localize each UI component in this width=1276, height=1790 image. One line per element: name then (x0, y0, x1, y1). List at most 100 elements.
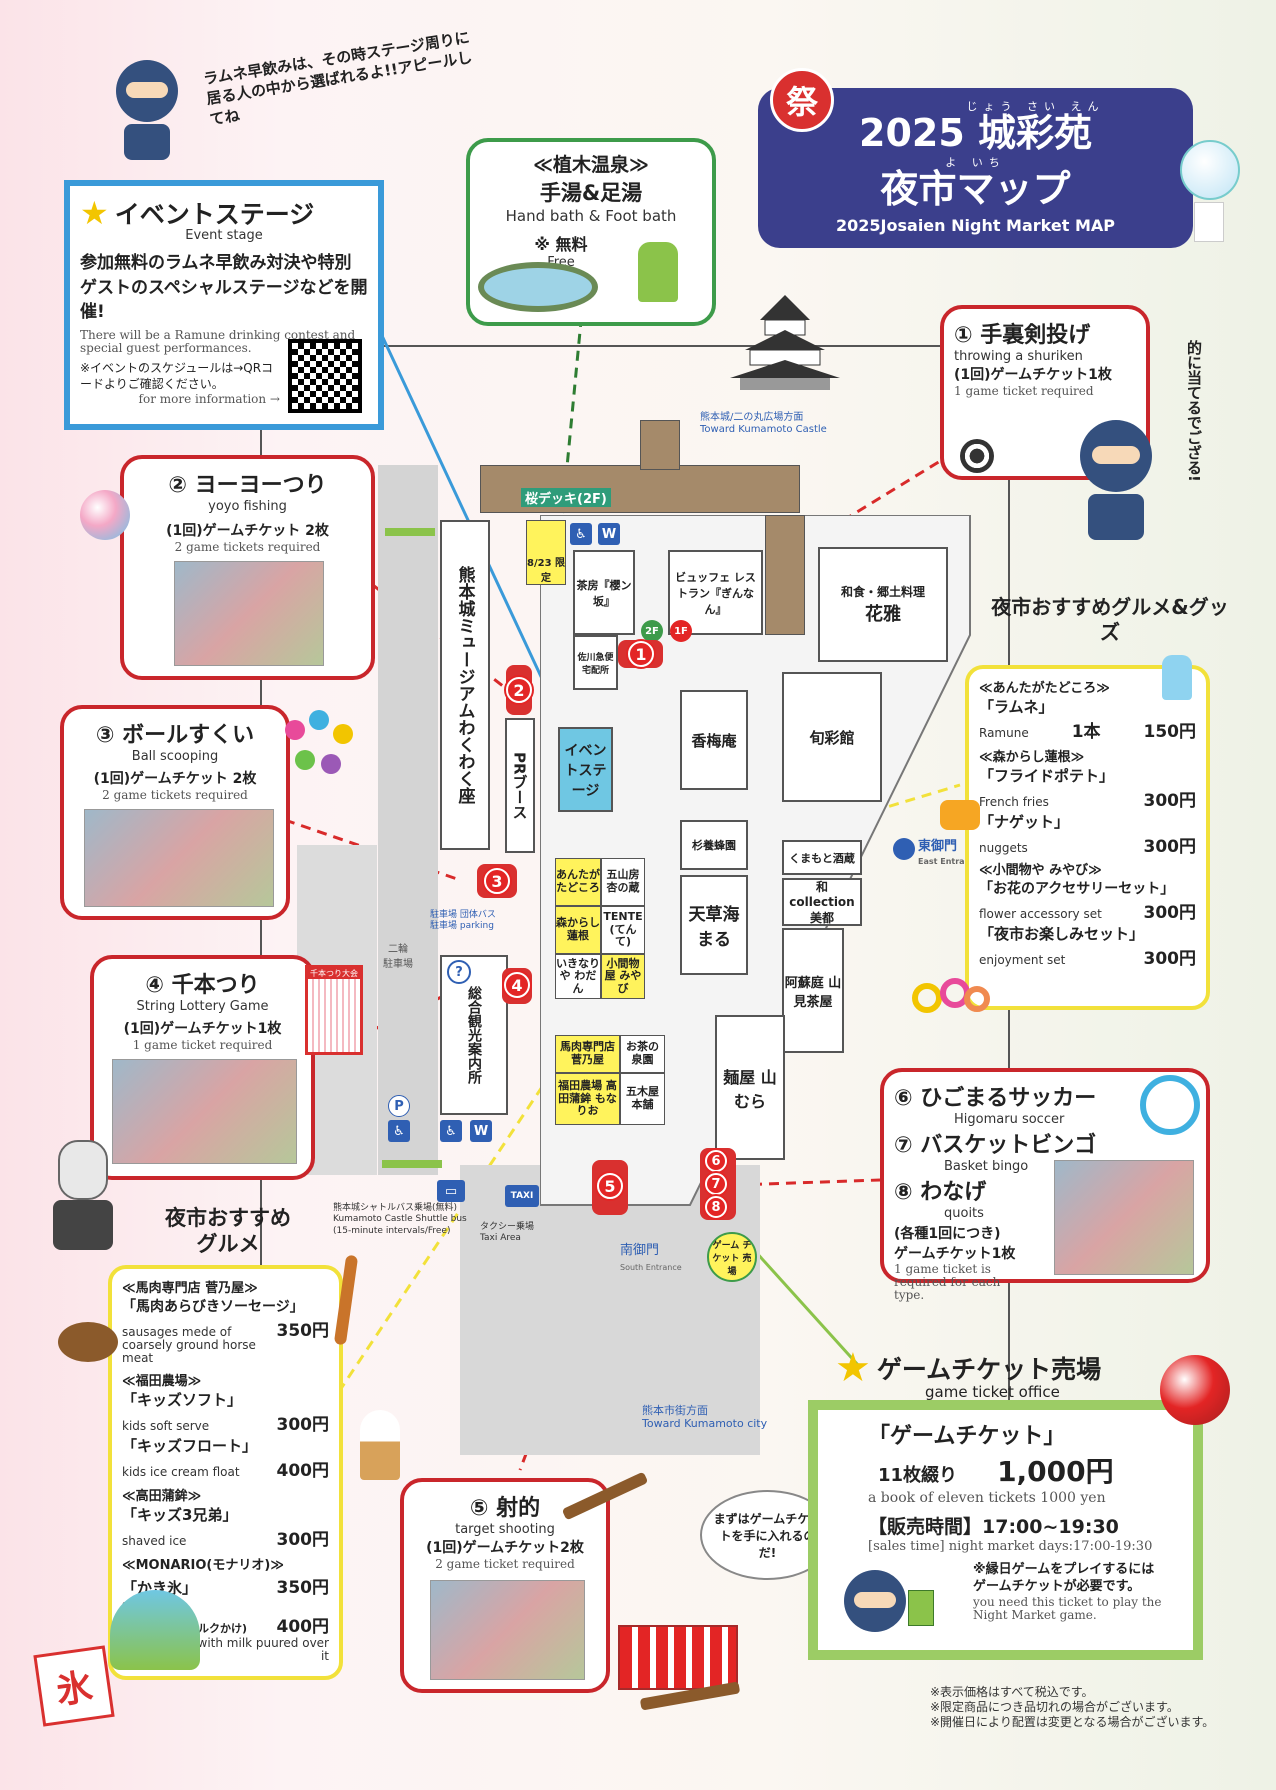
museum: 熊本城ミュージアムわくわく座 (440, 520, 490, 850)
kobaian: 香梅庵 (680, 690, 748, 790)
goods-i3: 「ナゲット」 (979, 813, 1070, 831)
ticket-note-en: you need this ticket to play the Night M… (973, 1594, 1162, 1622)
saryo: 茶房『櫻ン坂』 (573, 550, 635, 635)
aso-chaya: 阿蘇庭 山見茶屋 (782, 928, 844, 1053)
stage-note-en: for more information → (138, 392, 280, 407)
g2-en: yoyo fishing (208, 499, 287, 514)
ticket-spot[interactable]: ゲーム チケット 売場 (707, 1232, 757, 1282)
g5-title: ⑤ 射的 (469, 1496, 541, 1521)
marker-2[interactable]: 2 (506, 677, 532, 703)
wacollection: 和collection 美都 (782, 878, 862, 926)
stage-head: ★ イベントステージ (80, 194, 368, 232)
ninja-ticket-icon (838, 1570, 938, 1655)
castle-icon (730, 295, 840, 390)
g1-title: ① 手裏剣投げ (954, 323, 1091, 348)
flower-accessory-icon (912, 978, 992, 1018)
onsen-en: Hand bath & Foot bath (505, 207, 677, 225)
gourmet-s3: ≪高田蒲鉾≫ (122, 1488, 202, 1504)
ticket-name: 「ゲームチケット」 (868, 1424, 1066, 1449)
green-strip (385, 528, 435, 536)
gourmet-heading: 夜市おすすめグルメ (148, 1205, 308, 1258)
gourmet-heading-1: 夜市おすすめ (165, 1206, 291, 1230)
parking-label: 駐車場 団体バス駐車場 parking (430, 910, 496, 931)
marker-6[interactable]: 6 (705, 1150, 727, 1172)
g6-en: Higomaru soccer (954, 1112, 1065, 1127)
ticket-heading-row: ★ ゲームチケット売場 (835, 1345, 1101, 1391)
deck-stair (640, 420, 680, 470)
g5-en: target shooting (455, 1522, 555, 1537)
goods-e3: nuggets (979, 841, 1028, 855)
gourmet-p2: 300円 (276, 1414, 330, 1435)
foot-bath-icon (478, 262, 598, 312)
goods-p1: 150円 (1143, 722, 1197, 742)
road-strip (378, 465, 438, 1175)
goods-s3: ≪小間物や みやび≫ (979, 863, 1102, 878)
onsen-title: ≪植木温泉≫ (533, 154, 649, 176)
east-gate-icon (893, 838, 915, 860)
gourmet-e4: shaved ice (122, 1533, 187, 1548)
senbon-display-label: 千本つり大会 (308, 968, 360, 979)
marker-7[interactable]: 7 (705, 1173, 727, 1195)
ticket-price-en: a book of eleven tickets 1000 yen (868, 1490, 1106, 1506)
stage-note-wrap: ※イベントのスケジュールは→QRコードよりご確認ください。for more in… (80, 361, 280, 413)
gourmet-p5: 350円 (276, 1577, 330, 1598)
gourmet-heading-2: グルメ (196, 1232, 260, 1257)
yoyo-ball-icon (1160, 1355, 1230, 1425)
stage-title: イベントステージ (114, 200, 315, 229)
stage-desc-en: There will be a Ramune drinking contest … (80, 327, 356, 356)
g3-title: ③ ボールすくい (95, 723, 255, 748)
ring-icon (1140, 1075, 1200, 1135)
goods-e1: Ramune (979, 726, 1029, 740)
g678-photo (1054, 1160, 1194, 1275)
limited-badge: 8/23 限定 (526, 520, 566, 585)
star-icon: ★ (80, 194, 109, 232)
footnotes: ※表示価格はすべて税込です。 ※限定商品につき品切れの場合がございます。 ※開催… (930, 1685, 1214, 1730)
goods-s2: ≪森からし蓮根≫ (979, 750, 1085, 765)
gourmet-i3: 「キッズフロート」 (122, 1436, 258, 1455)
stage-qr-row: ※イベントのスケジュールは→QRコードよりご確認ください。for more in… (80, 339, 368, 414)
gourmet-r5: 「かき氷」350円 (122, 1573, 329, 1598)
bus-icon: ▭ (437, 1180, 465, 1202)
wc-icon: W (470, 1120, 492, 1142)
shunsai: 旬彩館 (782, 672, 882, 802)
g3-ticket: (1回)ゲームチケット 2枚 (93, 771, 257, 787)
g4-req: 1 game ticket required (132, 1038, 273, 1052)
g1-req: 1 game ticket required (954, 384, 1094, 398)
marker-3[interactable]: 3 (484, 868, 510, 894)
goods-p5: 300円 (1143, 949, 1197, 969)
marker-5[interactable]: 5 (597, 1173, 623, 1199)
shooting-booth-icon (618, 1625, 738, 1690)
hanaga: 和食・郷土料理花雅 (818, 547, 948, 662)
gourmet-s2: ≪福田農場≫ (122, 1373, 202, 1389)
target-icon (960, 439, 994, 473)
goods-i2: 「フライドポテト」 (979, 767, 1115, 785)
qr-code[interactable] (288, 339, 362, 414)
marker-4[interactable]: 4 (504, 972, 530, 998)
g678-req: 1 game ticket is required for each type. (894, 1262, 1001, 1303)
title-en: 2025Josaien Night Market MAP (836, 215, 1115, 235)
g2-title: ② ヨーヨーつり (168, 473, 327, 498)
kumamoto-sakagura: くまもと酒蔵 (782, 840, 862, 875)
g2-req: 2 game tickets required (174, 540, 321, 554)
ticket-time: 【販売時間】17:00~19:30 (868, 1516, 1119, 1538)
stage-note: ※イベントのスケジュールは→QRコードよりご確認ください。 (80, 361, 274, 391)
floor-2f-badge: 2F (641, 620, 663, 642)
info-icon: ? (447, 960, 471, 984)
marker-8[interactable]: 8 (705, 1196, 727, 1218)
marker-1[interactable]: 1 (628, 641, 654, 667)
ticket-note: ※縁日ゲームをプレイするにはゲームチケットが必要です。 (973, 1562, 1155, 1594)
g3-photo (84, 809, 274, 907)
onsen-sub: 手湯&足湯 (539, 181, 643, 205)
amakusa: 天草海まる (680, 875, 748, 975)
g4-photo (112, 1059, 297, 1164)
gourmet-s4: ≪MONARIO(モナリオ)≫ (122, 1557, 284, 1573)
gourmet-r1: sausages mede of coarsely ground horse m… (122, 1316, 329, 1366)
green-strip-2 (382, 1160, 442, 1168)
shop-suganoya: 馬肉専門店 菅乃屋 (555, 1035, 620, 1073)
footnote-1: ※表示価格はすべて税込です。 (930, 1685, 1094, 1699)
goods-i4: 「お花のアクセサリーセット」 (979, 881, 1175, 897)
